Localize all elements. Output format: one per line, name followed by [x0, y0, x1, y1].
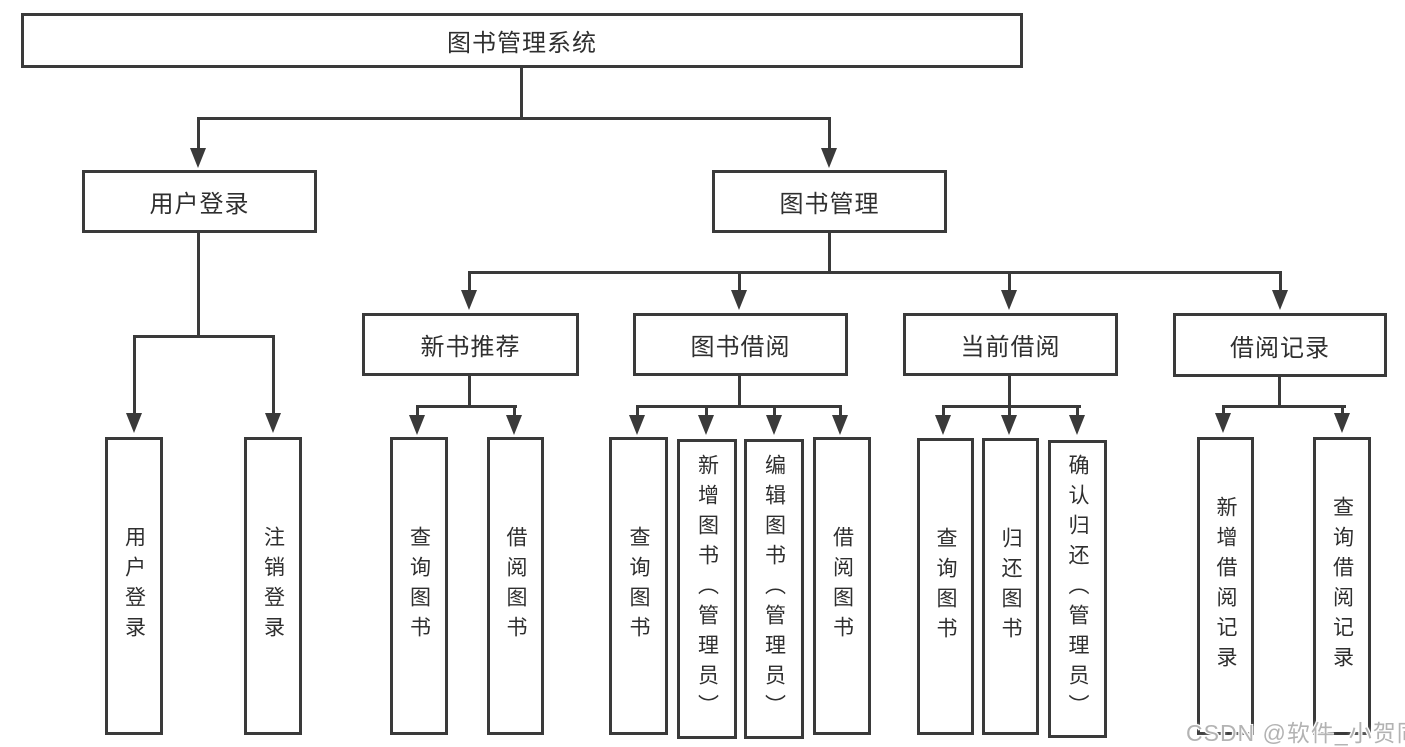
- connector-branch-stub: [738, 271, 741, 292]
- arrow-down-icon: [766, 415, 782, 435]
- arrow-down-icon: [698, 415, 714, 435]
- arrow-down-icon: [1001, 290, 1017, 310]
- connector-mgmt-vline: [828, 233, 831, 274]
- leaf-edit-books-admin: 编辑图书（管理员）: [744, 439, 804, 739]
- connector-leaf-stub: [513, 405, 516, 416]
- leaf-query-borrow-record: 查询借阅记录: [1313, 437, 1371, 735]
- connector-user-vline: [197, 233, 200, 338]
- leaf-borrow-books-borrow: 借阅图书: [813, 437, 871, 735]
- connector-current-hline: [942, 405, 1081, 408]
- connector-leaf-stub: [942, 405, 945, 416]
- connector-root-hline: [197, 117, 831, 120]
- arrow-down-icon: [461, 290, 477, 310]
- arrow-down-icon: [265, 413, 281, 433]
- arrow-down-icon: [506, 415, 522, 435]
- connector-mgmt-hline: [468, 271, 1282, 274]
- connector-user-hline: [133, 335, 275, 338]
- connector-borrow-hline: [636, 405, 842, 408]
- arrow-down-icon: [832, 415, 848, 435]
- connector-current-vline: [1008, 376, 1011, 408]
- connector-leaf-stub: [416, 405, 419, 416]
- leaf-query-books-borrow: 查询图书: [609, 437, 668, 735]
- arrow-down-icon: [1069, 415, 1085, 435]
- node-book-management: 图书管理: [712, 170, 947, 233]
- node-new-book-recommend: 新书推荐: [362, 313, 579, 376]
- arrow-down-icon: [1001, 415, 1017, 435]
- connector-leaf-stub: [272, 335, 275, 414]
- connector-leaf-stub: [1008, 405, 1011, 416]
- connector-records-vline: [1278, 377, 1281, 408]
- arrow-down-icon: [126, 413, 142, 433]
- connector-leaf-stub: [133, 335, 136, 414]
- connector-newrec-hline: [416, 405, 517, 408]
- connector-leaf-stub: [773, 405, 776, 416]
- connector-root-vline: [520, 66, 523, 119]
- node-current-borrow: 当前借阅: [903, 313, 1118, 376]
- arrow-down-icon: [629, 415, 645, 435]
- arrow-down-icon: [1334, 413, 1350, 433]
- connector-newrec-vline: [468, 376, 471, 408]
- node-root-system: 图书管理系统: [21, 13, 1023, 68]
- leaf-user-login: 用户登录: [105, 437, 163, 735]
- leaf-logout-login: 注销登录: [244, 437, 302, 735]
- node-borrow-records: 借阅记录: [1173, 313, 1387, 377]
- connector-user-login-stub: [197, 117, 200, 150]
- leaf-return-books: 归还图书: [982, 438, 1039, 735]
- arrow-down-icon: [190, 148, 206, 168]
- arrow-down-icon: [821, 148, 837, 168]
- leaf-confirm-return-admin: 确认归还（管理员）: [1048, 440, 1107, 738]
- leaf-query-books-newrec: 查询图书: [390, 437, 448, 735]
- arrow-down-icon: [935, 415, 951, 435]
- arrow-down-icon: [731, 290, 747, 310]
- connector-leaf-stub: [1341, 405, 1344, 415]
- node-book-borrow: 图书借阅: [633, 313, 848, 376]
- arrow-down-icon: [409, 415, 425, 435]
- csdn-watermark: CSDN @软件_小贺同学: [1186, 720, 1405, 746]
- connector-branch-stub: [1279, 271, 1282, 292]
- connector-leaf-stub: [1222, 405, 1225, 415]
- connector-leaf-stub: [705, 405, 708, 416]
- leaf-query-books-current: 查询图书: [917, 438, 974, 735]
- connector-borrow-vline: [738, 376, 741, 408]
- connector-leaf-stub: [839, 405, 842, 416]
- connector-records-hline: [1222, 405, 1346, 408]
- node-user-login: 用户登录: [82, 170, 317, 233]
- arrow-down-icon: [1272, 290, 1288, 310]
- leaf-add-books-admin: 新增图书（管理员）: [677, 439, 737, 739]
- connector-leaf-stub: [636, 405, 639, 416]
- leaf-borrow-books-newrec: 借阅图书: [487, 437, 544, 735]
- connector-branch-stub: [1008, 271, 1011, 292]
- arrow-down-icon: [1215, 413, 1231, 433]
- connector-branch-stub: [468, 271, 471, 292]
- connector-book-mgmt-stub: [828, 117, 831, 150]
- leaf-add-borrow-record: 新增借阅记录: [1197, 437, 1254, 735]
- connector-leaf-stub: [1076, 405, 1079, 416]
